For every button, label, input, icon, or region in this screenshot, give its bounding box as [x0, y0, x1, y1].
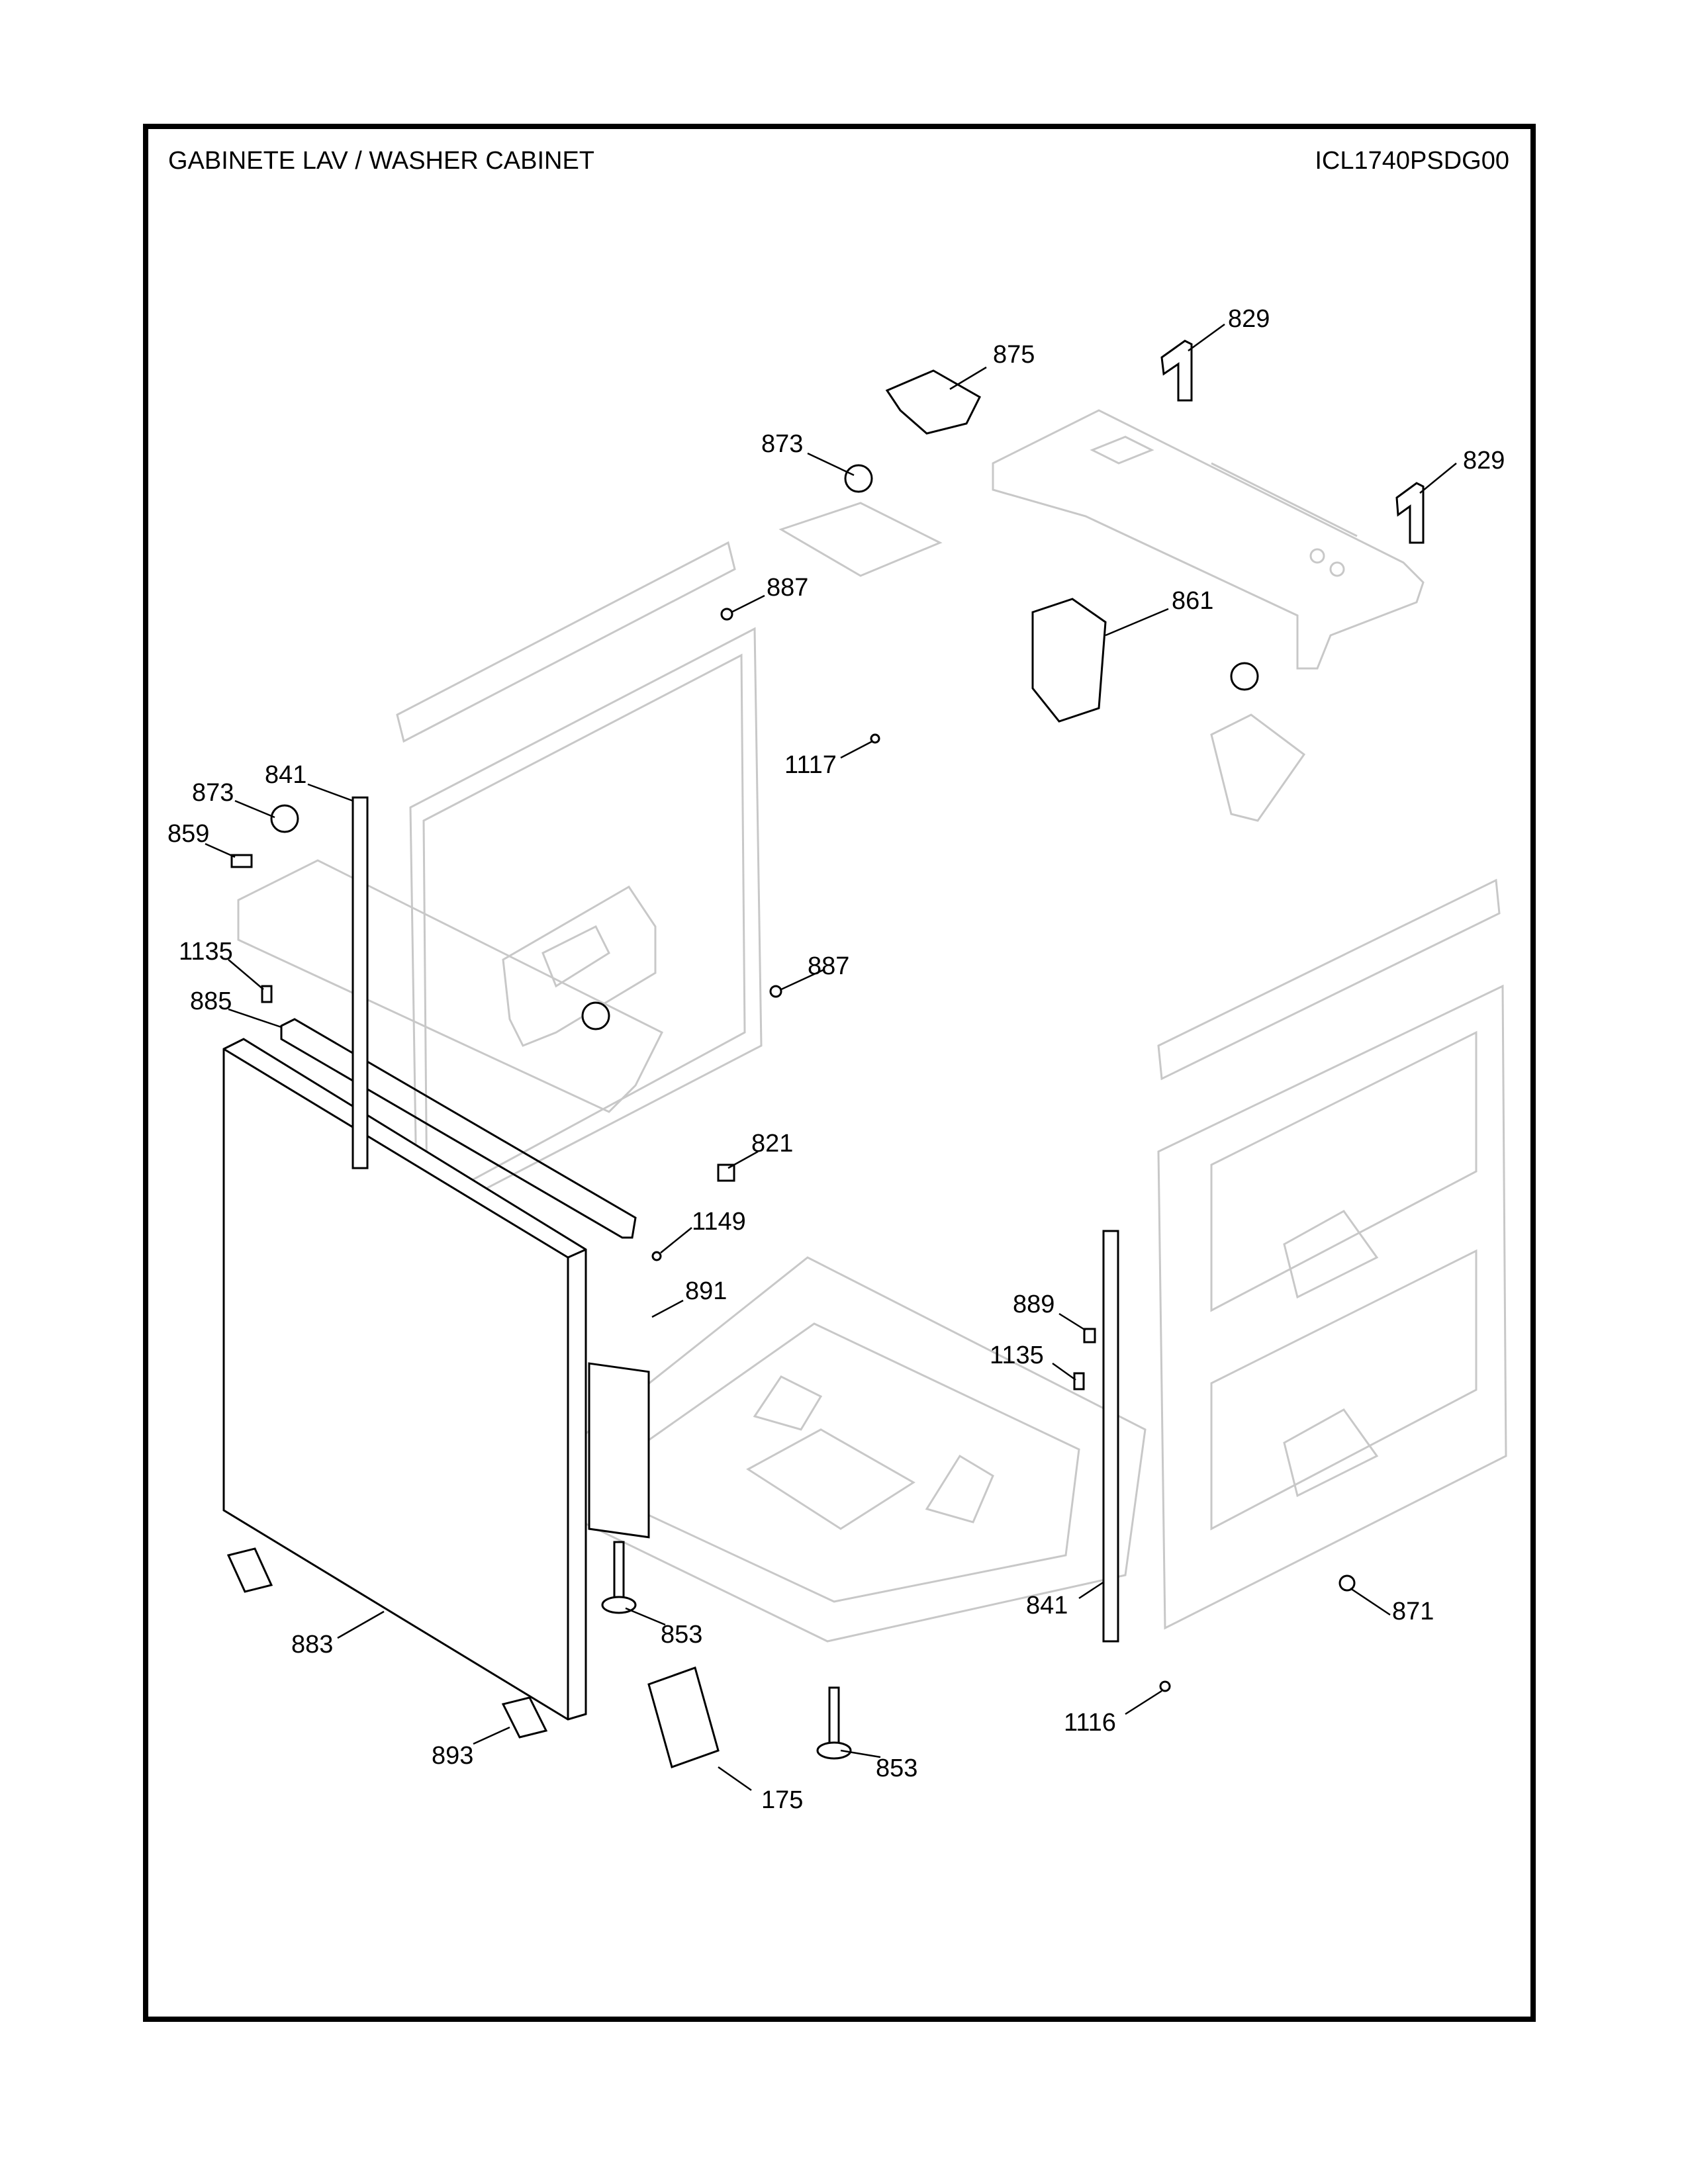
callout-873-a: 873 — [761, 430, 803, 458]
diagram-title: GABINETE LAV / WASHER CABINET — [168, 147, 595, 175]
callout-883: 883 — [291, 1631, 333, 1659]
clip-893-b — [501, 1696, 548, 1739]
bracket-829-a — [1160, 340, 1193, 402]
hinge-strip-841-right — [1102, 1230, 1119, 1643]
screw-1116 — [1159, 1680, 1171, 1692]
grommet-873-d — [1230, 662, 1259, 691]
callout-821: 821 — [751, 1130, 793, 1158]
duct-875 — [885, 369, 981, 435]
leveling-foot-853-b — [816, 1686, 852, 1760]
callout-1116: 1116 — [1064, 1709, 1116, 1737]
card-175 — [647, 1666, 720, 1768]
leader-lines — [205, 323, 1457, 1792]
callout-853-a: 853 — [661, 1621, 702, 1649]
hinge-strip-841-left — [352, 796, 369, 1169]
clip-1135-a — [261, 985, 273, 1003]
right-side-panel-part — [1157, 878, 1507, 1630]
callout-871: 871 — [1392, 1598, 1434, 1625]
screw-887-b — [769, 985, 782, 998]
callout-873-b: 873 — [192, 779, 234, 807]
callout-853-b: 853 — [876, 1754, 917, 1782]
callout-887-b: 887 — [808, 952, 849, 980]
spacer-821 — [717, 1163, 735, 1182]
grommet-873-b — [270, 804, 299, 833]
front-panel-883 — [222, 1038, 587, 1721]
callout-889: 889 — [1013, 1291, 1055, 1318]
callout-885: 885 — [190, 987, 232, 1015]
rail-885 — [280, 1018, 637, 1239]
insulation-891 — [588, 1362, 650, 1539]
clip-889 — [1083, 1328, 1096, 1343]
screw-1149 — [651, 1251, 662, 1261]
rear-bracket-part — [237, 502, 1306, 1113]
callout-175: 175 — [761, 1786, 803, 1814]
top-panel-part — [992, 409, 1425, 670]
leveling-foot-853-a — [601, 1541, 637, 1614]
callout-875: 875 — [993, 341, 1035, 369]
screw-887-a — [720, 608, 733, 621]
grommet-873-c — [581, 1001, 610, 1030]
callout-861: 861 — [1172, 587, 1213, 615]
callout-1135-b: 1135 — [990, 1342, 1044, 1369]
callout-841-a: 841 — [265, 761, 306, 789]
callout-829-b: 829 — [1463, 447, 1505, 475]
callout-1135-a: 1135 — [179, 938, 233, 966]
model-number: ICL1740PSDG00 — [1315, 147, 1509, 175]
clip-859 — [230, 854, 253, 868]
bracket-829-b — [1395, 482, 1425, 544]
clip-1135-b — [1073, 1372, 1085, 1390]
callout-841-b: 841 — [1026, 1592, 1068, 1619]
grommet-873-a — [844, 464, 873, 493]
nut-871 — [1338, 1574, 1356, 1592]
callout-893: 893 — [432, 1742, 473, 1770]
callout-891: 891 — [685, 1277, 727, 1305]
box-861 — [1031, 598, 1107, 723]
callout-1149: 1149 — [692, 1208, 746, 1236]
clip-893-a — [226, 1547, 273, 1593]
callout-829-a: 829 — [1228, 305, 1270, 333]
left-side-panel-part — [396, 541, 763, 1226]
screw-1117 — [870, 733, 880, 744]
callout-859: 859 — [167, 820, 209, 848]
callout-1117: 1117 — [784, 751, 837, 779]
callout-887-a: 887 — [767, 574, 808, 602]
